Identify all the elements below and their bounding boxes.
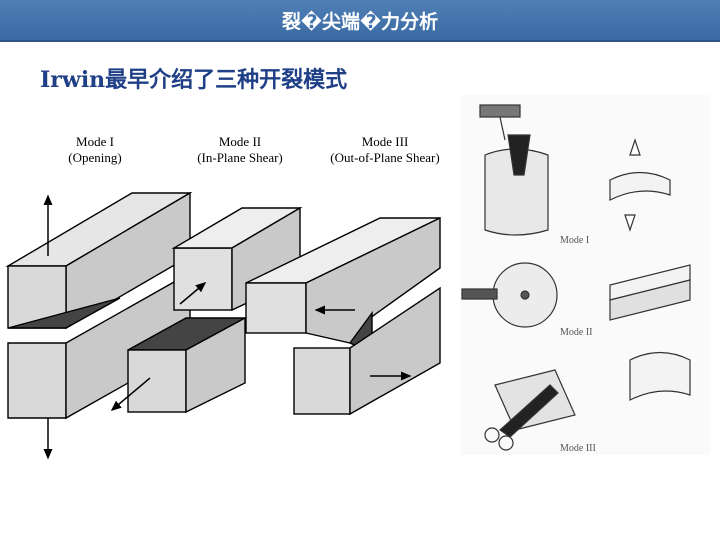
mode-1-name: Mode I	[76, 134, 114, 149]
mode-1-sketch	[480, 105, 670, 235]
right-mode-2-label: Mode II	[560, 327, 593, 338]
mode-illustrations: Mode I Mode II Mode III	[460, 95, 710, 455]
right-mode-1-label: Mode I	[560, 235, 589, 246]
mode-2-desc: (In-Plane Shear)	[197, 150, 283, 165]
mode-2-sketch	[462, 263, 690, 327]
slide-subtitle: Irwin最早介绍了三种开裂模式	[40, 62, 347, 94]
fracture-modes-figure: Mode I (Opening) Mode II (In-Plane Shear…	[0, 128, 460, 478]
mode-2-name: Mode II	[219, 134, 261, 149]
title-bar: 裂�尖端�力分析	[0, 0, 720, 42]
mode-3-desc: (Out-of-Plane Shear)	[330, 150, 439, 165]
right-mode-3-label: Mode III	[560, 443, 596, 454]
mode-3-name: Mode III	[362, 134, 409, 149]
page-title: 裂�尖端�力分析	[282, 7, 438, 34]
mode-1-desc: (Opening)	[68, 150, 121, 165]
mode-3-sketch	[485, 353, 690, 451]
